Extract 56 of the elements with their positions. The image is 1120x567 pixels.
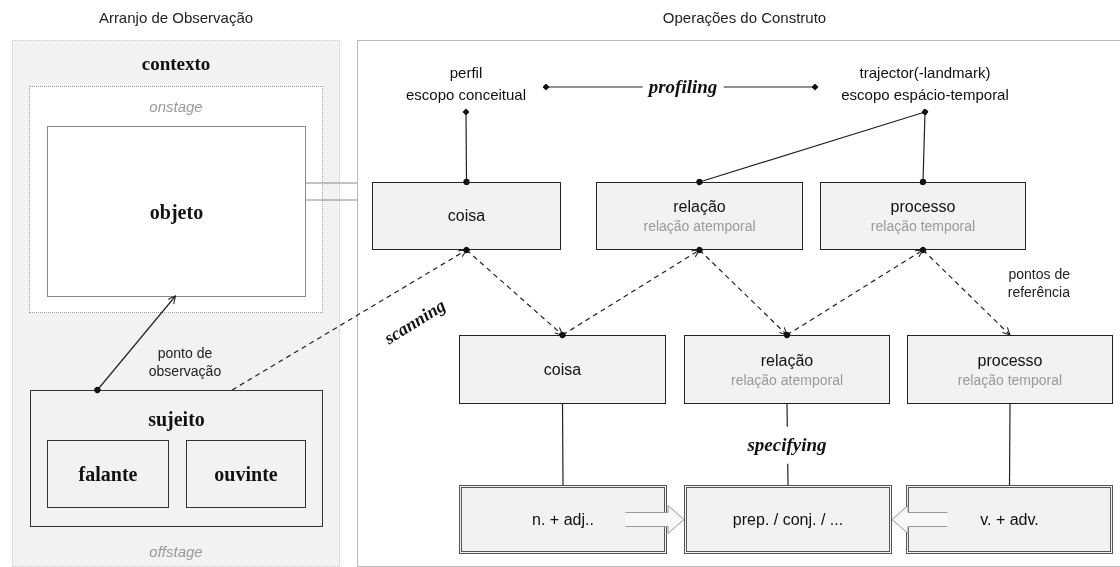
box-sublabel: relação temporal (957, 370, 1063, 389)
box-label: ouvinte (214, 462, 278, 487)
box-label: falante (78, 462, 138, 487)
box-label: processo (977, 350, 1043, 371)
edge-label: pontos de referência (1006, 265, 1070, 301)
panel-heading: Arranjo de Observação (97, 8, 255, 28)
box-sublabel: relação atemporal (643, 217, 756, 235)
participant-box (186, 440, 306, 508)
stage-box (29, 86, 323, 313)
edge-label: ponto de observação (147, 344, 223, 380)
box-sublabel: relação atemporal (730, 370, 844, 389)
connector-line (561, 403, 564, 486)
form-box (459, 485, 667, 554)
box-label: prep. / conj. / ... (732, 509, 844, 530)
channel-line (304, 182, 358, 201)
concept-label: escopo conceitual (405, 85, 527, 105)
connector-line (919, 108, 929, 186)
object-box (47, 126, 306, 297)
block-arrow (624, 505, 685, 534)
concept-box (907, 335, 1113, 404)
region-label: onstage (149, 97, 203, 117)
concept-box (459, 335, 666, 404)
block-arrow (891, 505, 948, 534)
connector-line (94, 295, 177, 394)
box-label: relação (673, 197, 726, 217)
concept-box (596, 182, 803, 250)
concept-box (820, 182, 1026, 250)
concept-label: perfil (449, 63, 483, 83)
connector-line (462, 108, 470, 186)
box-label: relação (760, 350, 814, 371)
dashed-arrow (783, 249, 924, 339)
box-label: n. + adj.. (532, 509, 594, 530)
form-box (684, 485, 892, 554)
dashed-arrow (559, 249, 701, 339)
box-label: coisa (447, 206, 486, 226)
concept-box (684, 335, 890, 404)
box-label: objeto (149, 199, 204, 226)
panel-heading: Operações do Construto (661, 8, 828, 28)
box-label: processo (890, 197, 956, 217)
dashed-arrow (919, 246, 1011, 336)
box-label: coisa (543, 359, 582, 380)
box-sublabel: relação temporal (870, 217, 976, 235)
form-box (906, 485, 1113, 554)
box-label: v. + adv. (980, 509, 1039, 530)
connector-line (1008, 403, 1011, 486)
region-label: offstage (148, 541, 204, 562)
participant-box (47, 440, 169, 508)
concept-label: trajector(-landmark) (859, 63, 991, 83)
dashed-arrow (463, 246, 564, 336)
concept-box (372, 182, 561, 250)
box-label: sujeito (148, 407, 205, 433)
dashed-arrow (696, 246, 788, 336)
concept-label: escopo espácio-temporal (841, 85, 1009, 105)
group-heading: contexto (140, 52, 212, 76)
dashed-arrow (231, 249, 468, 391)
subject-box (30, 390, 323, 527)
